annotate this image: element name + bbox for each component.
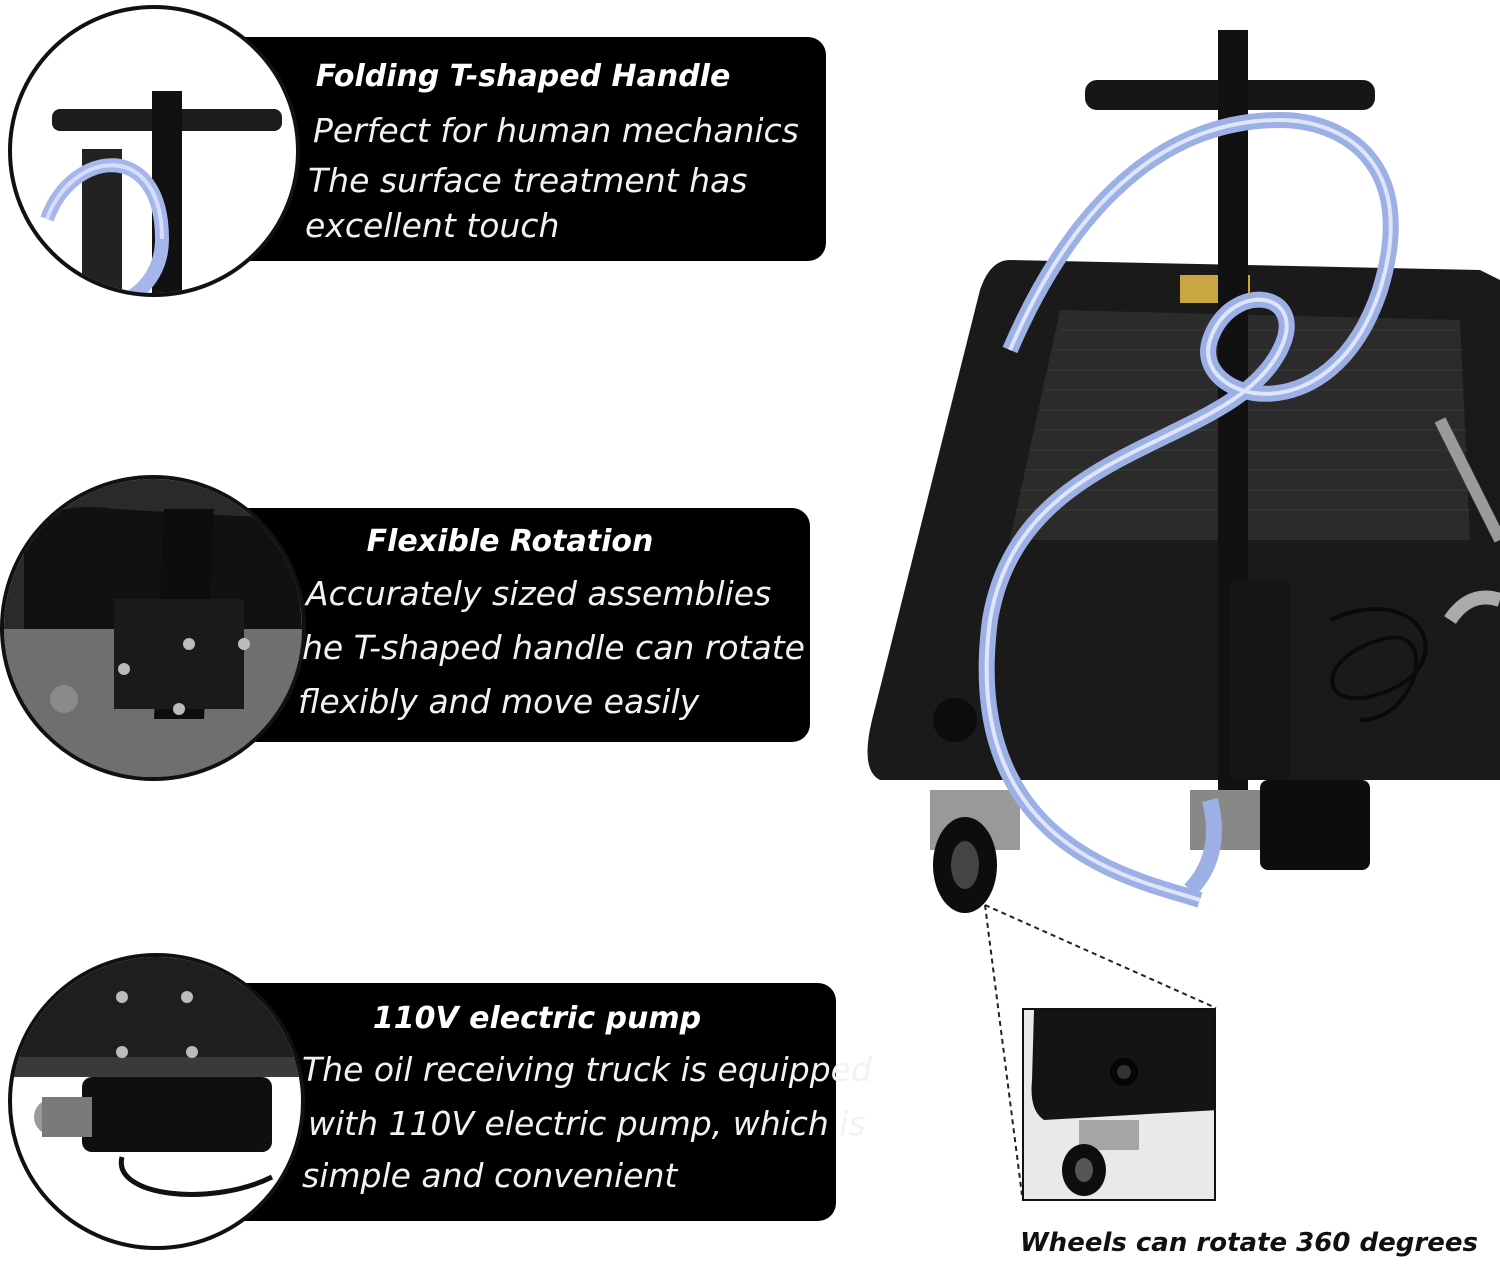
feature-line: excellent touch	[305, 206, 560, 245]
rotation-joint-detail-icon	[0, 475, 306, 781]
feature-line: simple and convenient	[302, 1156, 678, 1195]
wheel-detail-inset	[1022, 1008, 1216, 1201]
feature-title: 110V electric pump	[372, 1001, 702, 1036]
wheel-caption: Wheels can rotate 360 degrees	[1020, 1228, 1478, 1258]
feature-line: with 110V electric pump, which is	[308, 1104, 866, 1143]
feature-line: The surface treatment has	[308, 161, 748, 200]
feature-line: Accurately sized assemblies	[306, 574, 772, 613]
t-handle-detail-icon	[8, 5, 300, 297]
feature-line: he T-shaped handle can rotate	[302, 628, 805, 667]
feature-line: The oil receiving truck is equipped	[302, 1050, 872, 1089]
feature-line: Perfect for human mechanics	[313, 111, 799, 150]
feature-title: Flexible Rotation	[366, 524, 654, 559]
electric-pump-detail-icon	[8, 953, 305, 1250]
feature-title: Folding T-shaped Handle	[315, 59, 731, 94]
feature-line: flexibly and move easily	[298, 682, 700, 721]
oil-drain-cart-image	[867, 30, 1500, 913]
